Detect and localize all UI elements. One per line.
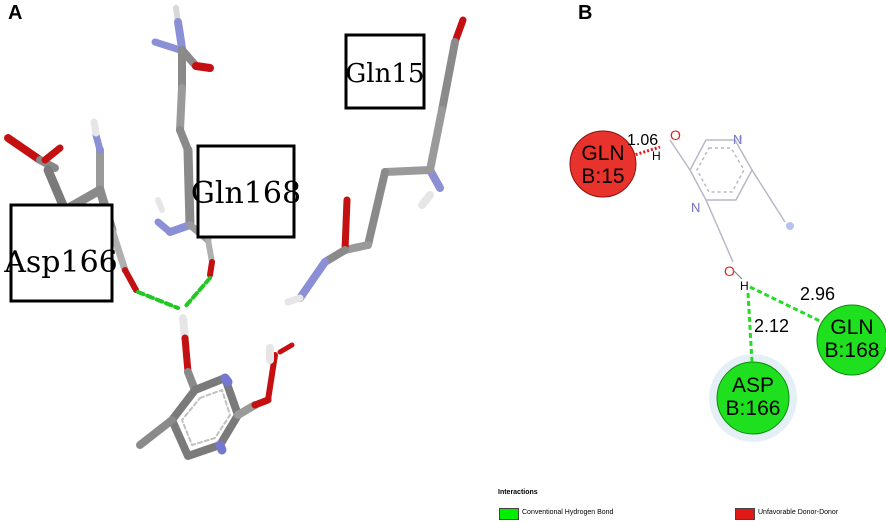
residue-gln-b15-line2: B:15 xyxy=(581,165,624,188)
residue-asp-b166-line2: B:166 xyxy=(726,397,781,420)
ligand-2d-structure xyxy=(669,136,786,263)
atom-n-top: N xyxy=(733,132,742,147)
label-gln15-text: Gln15 xyxy=(346,59,425,89)
legend-swatch-hbond xyxy=(499,508,519,520)
distance-label-gln15: 1.06 xyxy=(627,132,658,149)
residue-gln-b15-line1: GLN xyxy=(581,142,624,165)
residue-gln-b168-line2: B:168 xyxy=(825,339,880,362)
legend-label-donor-donor: Unfavorable Donor-Donor xyxy=(758,509,839,516)
panel-a-molecule xyxy=(4,5,467,460)
panel-a-letter: A xyxy=(8,2,23,24)
methyl-dot xyxy=(786,222,794,230)
atom-o-bottom: O xyxy=(724,263,735,279)
atom-h-bottom: H xyxy=(740,279,749,293)
atom-n-left: N xyxy=(691,200,700,215)
label-asp166-text: Asp166 xyxy=(3,245,118,280)
hbond-to-asp-b166 xyxy=(746,292,754,363)
residue-gln-b15: GLN B:15 xyxy=(569,130,637,198)
residue-gln-b168: GLN B:168 xyxy=(816,304,886,376)
ligand-sticks xyxy=(136,314,295,460)
gln15-residue-sticks xyxy=(284,16,467,306)
atom-h-top: H xyxy=(652,149,661,163)
residue-asp-b166: ASP B:166 xyxy=(709,354,797,442)
label-gln168: Gln168 xyxy=(191,144,301,239)
legend-swatch-donor-donor xyxy=(735,508,755,520)
distance-label-gln168: 2.96 xyxy=(800,284,835,304)
hbond-to-gln-b168 xyxy=(749,285,823,324)
residue-disc-gln-b15 xyxy=(569,130,637,198)
residue-gln-b168-line1: GLN xyxy=(830,316,873,339)
gln168-residue-sticks xyxy=(151,5,215,278)
asp166-residue-sticks xyxy=(4,118,139,293)
legend-label-hbond: Conventional Hydrogen Bond xyxy=(522,509,614,516)
panel-b-diagram: O N N O H H GLN B:15 GLN B:168 ASP B:166 xyxy=(569,127,886,442)
label-asp166: Asp166 xyxy=(3,203,118,303)
legend-title: Interactions xyxy=(498,489,538,496)
panel-a-hbonds xyxy=(136,276,212,310)
distance-label-asp166: 2.12 xyxy=(754,316,789,336)
atom-o-top: O xyxy=(670,127,681,143)
residue-asp-b166-line1: ASP xyxy=(732,374,774,397)
oh-bond xyxy=(732,269,743,280)
panel-b-letter: B xyxy=(578,2,593,24)
residue-disc-gln-b168 xyxy=(816,304,886,376)
residue-disc-asp-b166 xyxy=(716,361,790,435)
label-gln168-text: Gln168 xyxy=(191,176,301,211)
label-gln15: Gln15 xyxy=(344,33,426,110)
